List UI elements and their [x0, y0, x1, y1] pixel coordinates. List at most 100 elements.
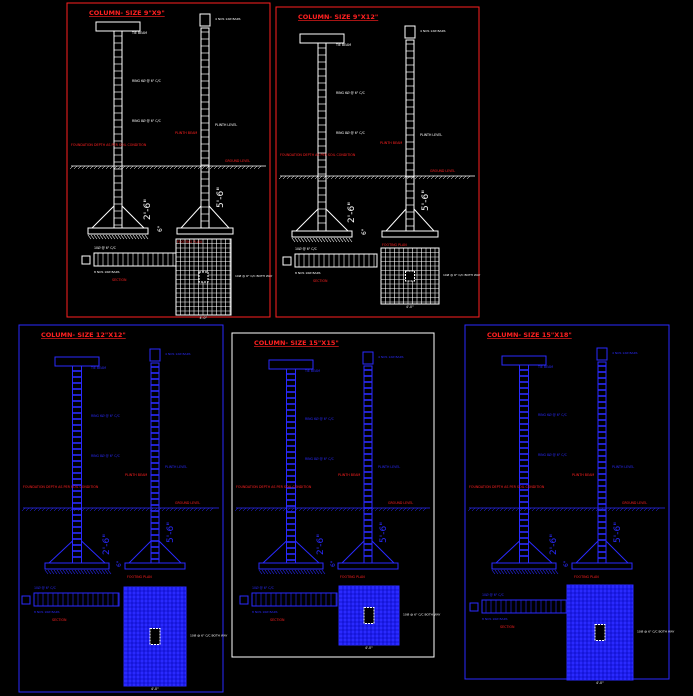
ground-hatch	[358, 507, 363, 512]
ground-hatch	[81, 507, 86, 512]
ground-hatch	[125, 165, 130, 170]
ground-hatch	[41, 507, 46, 512]
ground-hatch	[655, 507, 660, 512]
pcc-hatch	[96, 234, 101, 240]
pcc-hatch	[309, 237, 314, 243]
stirrup-section	[239, 595, 249, 605]
ground-hatch	[225, 165, 230, 170]
ground-hatch	[282, 507, 287, 512]
ground-hatch	[105, 507, 110, 512]
plinth-level-label: PLINTH LEVEL	[215, 123, 237, 127]
ground-hatch	[193, 165, 198, 170]
ground-hatch	[294, 507, 299, 512]
ground-hatch	[438, 175, 443, 180]
ground-hatch	[390, 175, 395, 180]
bar-note-label: 4 NOS 12Ø BARS	[165, 351, 191, 356]
ground-hatch	[567, 507, 572, 512]
pcc-hatch	[270, 569, 275, 575]
pcc-hatch	[294, 569, 299, 575]
ground-hatch	[563, 507, 568, 512]
ground-hatch	[101, 507, 106, 512]
panel-title: COLUMN- SIZE 15"X15"	[254, 339, 339, 347]
pcc-hatch	[515, 569, 520, 575]
ground-hatch	[651, 507, 656, 512]
ground-hatch	[73, 507, 78, 512]
footing-plan-label: FOOTING PLAN	[382, 243, 407, 247]
ground-hatch	[173, 165, 178, 170]
ground-hatch	[53, 507, 58, 512]
ground-hatch	[366, 507, 371, 512]
stirrup-note-label: 10Ø @ 6" C/C	[482, 592, 505, 597]
pcc-hatch	[551, 569, 556, 575]
ties-label-2: RING 8Ø @ 6" C/C	[336, 130, 366, 135]
ground-hatch	[326, 507, 331, 512]
pcc-hatch	[312, 569, 317, 575]
ground-hatch	[137, 165, 142, 170]
footing-base	[44, 562, 110, 570]
dim-c-label: 6"	[157, 225, 164, 232]
ground-hatch	[298, 507, 303, 512]
ground-hatch	[302, 507, 307, 512]
ground-hatch	[346, 175, 351, 180]
ground-hatch	[322, 507, 327, 512]
ground-hatch	[229, 165, 234, 170]
pcc-hatch	[71, 569, 76, 575]
pcc-hatch	[105, 234, 110, 240]
ground-hatch	[241, 165, 246, 170]
bar-note-alt-label: 8 NOS 16Ø BARS	[252, 609, 278, 614]
ground-hatch	[314, 507, 319, 512]
ground-hatch	[410, 507, 415, 512]
ground-hatch	[607, 507, 612, 512]
column-section-top	[596, 347, 608, 361]
ground-hatch	[185, 507, 190, 512]
ground-hatch	[217, 165, 222, 170]
pcc-hatch	[491, 569, 496, 575]
pcc-hatch	[111, 234, 116, 240]
pcc-hatch	[321, 569, 326, 575]
ground-hatch	[197, 507, 202, 512]
ground-hatch	[105, 165, 110, 170]
ground-hatch	[414, 175, 419, 180]
pcc-hatch	[503, 569, 508, 575]
dim-c-label: 6"	[330, 560, 337, 567]
pcc-hatch	[47, 569, 52, 575]
ground-level-label: GROUND LEVEL	[175, 501, 200, 505]
ground-hatch	[173, 507, 178, 512]
ground-hatch	[330, 175, 335, 180]
pcc-hatch	[333, 237, 338, 243]
ground-hatch	[466, 175, 471, 180]
ground-hatch	[209, 507, 214, 512]
ground-hatch	[394, 507, 399, 512]
ground-hatch	[165, 165, 170, 170]
ground-hatch	[575, 507, 580, 512]
ground-hatch	[169, 507, 174, 512]
pcc-hatch	[300, 237, 305, 243]
rebar-cage-elevation	[251, 592, 338, 607]
bar-note-alt-label: 8 NOS 16Ø BARS	[94, 269, 120, 274]
ground-hatch	[245, 165, 250, 170]
column-in-plan	[198, 271, 209, 283]
ground-hatch	[45, 507, 50, 512]
ground-hatch	[137, 507, 142, 512]
dim-a-label: 5'-6"	[166, 522, 176, 543]
ground-hatch	[402, 507, 407, 512]
ground-hatch	[531, 507, 536, 512]
pcc-hatch	[56, 569, 61, 575]
ground-hatch	[109, 507, 114, 512]
ground-hatch	[97, 165, 102, 170]
ties-label-2: RING 8Ø @ 6" C/C	[91, 453, 121, 458]
ground-hatch	[635, 507, 640, 512]
ground-hatch	[57, 507, 62, 512]
ground-hatch	[69, 507, 74, 512]
ground-hatch	[153, 507, 158, 512]
plinth-beam-label: PLINTH BEAM	[380, 141, 402, 145]
ground-hatch	[250, 507, 255, 512]
ground-hatch	[145, 507, 150, 512]
ground-hatch	[141, 165, 146, 170]
pcc-hatch	[524, 569, 529, 575]
ground-hatch	[161, 507, 166, 512]
mesh-width-label: 4'-0"	[151, 687, 159, 691]
section-label: SECTION	[270, 618, 285, 622]
